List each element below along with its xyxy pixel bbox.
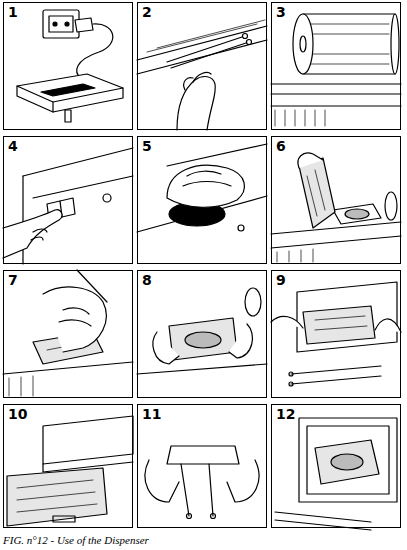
panel-frame: 8 bbox=[137, 270, 267, 398]
callout-number: 1 bbox=[6, 4, 21, 21]
panel-frame: 12 bbox=[271, 404, 401, 528]
rod-illustration bbox=[137, 20, 267, 130]
callout-number: 11 bbox=[140, 406, 164, 423]
film-roll-illustration bbox=[271, 14, 401, 126]
panel-frame: 10 bbox=[3, 404, 133, 528]
callout-number: 7 bbox=[6, 272, 21, 289]
callout-number: 9 bbox=[274, 272, 289, 289]
fold-illustration bbox=[3, 270, 133, 396]
handle-illustration bbox=[145, 446, 259, 519]
plug-illustration bbox=[17, 10, 123, 122]
callout-number: 2 bbox=[140, 4, 155, 21]
panel-frame: 6 bbox=[271, 136, 401, 264]
tray-illustration bbox=[137, 288, 267, 374]
panel-frame: 9 bbox=[271, 270, 401, 398]
panel-frame: 2 bbox=[137, 2, 267, 130]
figure-caption: FIG. n°12 - Use of the Dispenser bbox=[3, 534, 149, 547]
callout-number: 6 bbox=[274, 138, 289, 155]
finished-pack-illustration bbox=[275, 418, 397, 530]
press-illustration bbox=[7, 416, 133, 526]
film-pull-illustration bbox=[271, 153, 401, 262]
callout-number: 12 bbox=[274, 406, 298, 423]
wrap-illustration bbox=[271, 282, 401, 386]
callout-number: 3 bbox=[274, 4, 289, 21]
panel-frame: 3 bbox=[271, 2, 401, 130]
callout-number: 4 bbox=[6, 138, 21, 155]
callout-number: 10 bbox=[6, 406, 30, 423]
switch-illustration bbox=[3, 148, 133, 264]
plate-wipe-illustration bbox=[137, 144, 267, 232]
panel-frame: 7 bbox=[3, 270, 133, 398]
panel-frame: 4 bbox=[3, 136, 133, 264]
panel-frame: 11 bbox=[137, 404, 267, 528]
panel-frame: 5 bbox=[137, 136, 267, 264]
callout-number: 8 bbox=[140, 272, 155, 289]
callout-number: 5 bbox=[140, 138, 155, 155]
panel-frame: 1 bbox=[3, 2, 133, 130]
